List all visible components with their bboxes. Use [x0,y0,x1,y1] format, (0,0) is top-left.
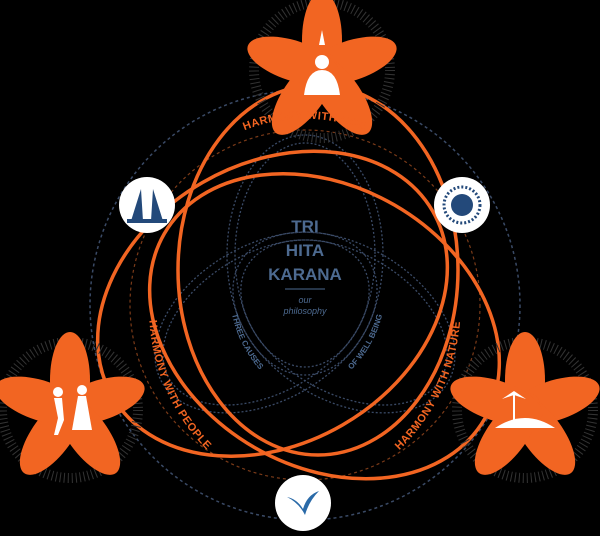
harmony-people-label: HARMONY WITH PEOPLE [146,320,213,453]
birds-icon [275,475,331,531]
well-being-label: OF WELL BEING [346,313,384,371]
dancers-icon [53,385,92,435]
title-line-1: TRI [291,217,318,236]
center-title: TRI HITA KARANA [268,217,342,284]
title-line-3: KARANA [268,265,342,284]
praying-figure-icon [304,30,340,95]
temple-gate-icon [119,177,175,233]
sun-icon [434,177,490,233]
inner-triquetra [154,134,456,414]
flower-people [0,332,145,483]
title-line-2: HITA [286,241,324,260]
subtitle-line-1: our [298,295,312,305]
subtitle-line-2: philosophy [282,306,327,316]
inner-dashed-ring [129,129,481,481]
flower-god [247,0,397,143]
island-icon [495,391,555,428]
flower-nature [450,332,600,483]
